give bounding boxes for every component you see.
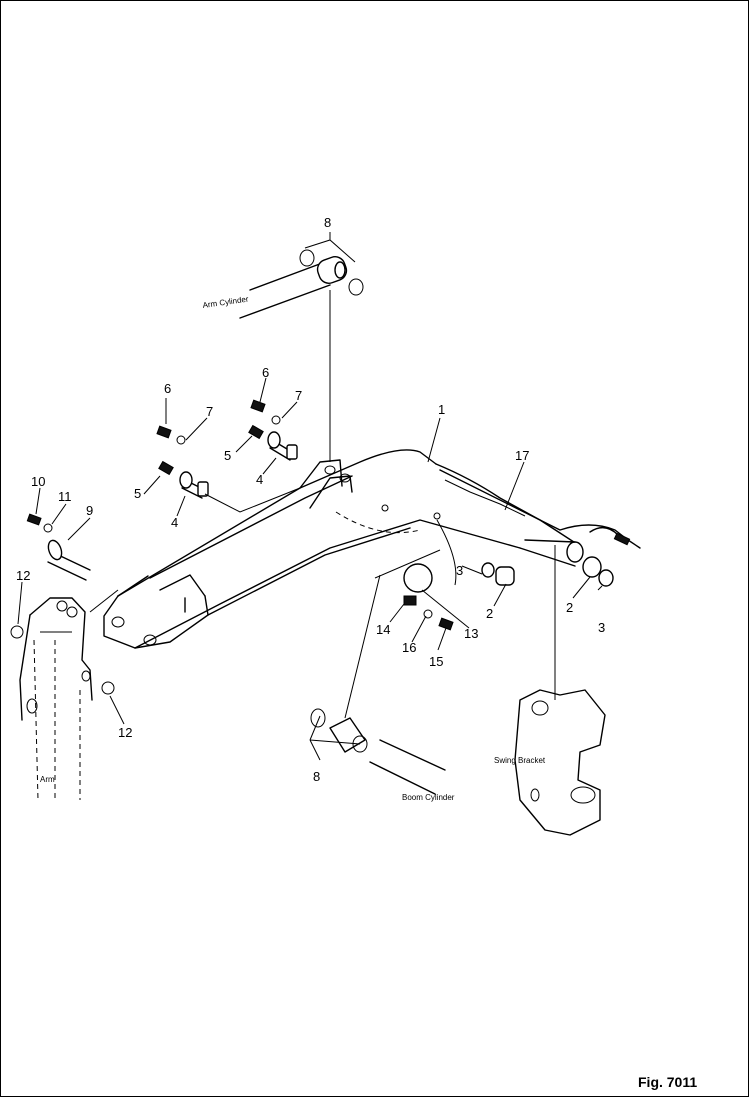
arm-label: Arm xyxy=(40,775,55,784)
callout-6-left: 6 xyxy=(164,381,171,396)
callout-12-left: 12 xyxy=(16,568,30,583)
arm xyxy=(10,589,119,801)
component-labels: Arm Cylinder Boom Cylinder Swing Bracket… xyxy=(40,295,546,802)
callout-8-top: 8 xyxy=(324,215,331,230)
callout-16: 16 xyxy=(402,640,416,655)
hydraulic-hose xyxy=(589,527,631,546)
callout-5-left: 5 xyxy=(134,486,141,501)
boom-arm-pin-assembly xyxy=(26,513,91,581)
bushings-and-fittings xyxy=(403,556,614,631)
part-callouts: 8 1 17 6 6 7 7 5 4 5 4 10 11 9 12 12 3 2… xyxy=(16,215,605,784)
figure-label: Fig. 7011 xyxy=(638,1074,697,1090)
callout-3-left: 3 xyxy=(456,563,463,578)
swing-bracket xyxy=(514,545,606,836)
callout-7-left: 7 xyxy=(206,404,213,419)
callout-1: 1 xyxy=(438,402,445,417)
callout-2-left: 2 xyxy=(486,606,493,621)
boom-cylinder-head-pins xyxy=(156,399,301,513)
callout-3-right: 3 xyxy=(598,620,605,635)
swing-bracket-label: Swing Bracket xyxy=(494,756,546,765)
callout-12-right: 12 xyxy=(118,725,132,740)
arm-cylinder-label: Arm Cylinder xyxy=(202,295,249,310)
callout-5-right: 5 xyxy=(224,448,231,463)
callout-6-right: 6 xyxy=(262,365,269,380)
callout-2-right: 2 xyxy=(566,600,573,615)
leader-lines xyxy=(17,232,603,761)
boom-cylinder-label: Boom Cylinder xyxy=(402,793,455,802)
callout-13: 13 xyxy=(464,626,478,641)
callout-11: 11 xyxy=(58,489,72,504)
callout-7-right: 7 xyxy=(295,388,302,403)
arm-cylinder xyxy=(239,249,364,462)
callout-15: 15 xyxy=(429,654,443,669)
boom-cylinder xyxy=(310,549,446,795)
callout-17: 17 xyxy=(515,448,529,463)
callout-10: 10 xyxy=(31,474,45,489)
callout-4-left: 4 xyxy=(171,515,178,530)
callout-14: 14 xyxy=(376,622,390,637)
boom xyxy=(103,449,641,649)
callout-9: 9 xyxy=(86,503,93,518)
callout-8-bottom: 8 xyxy=(313,769,320,784)
callout-4-right: 4 xyxy=(256,472,263,487)
